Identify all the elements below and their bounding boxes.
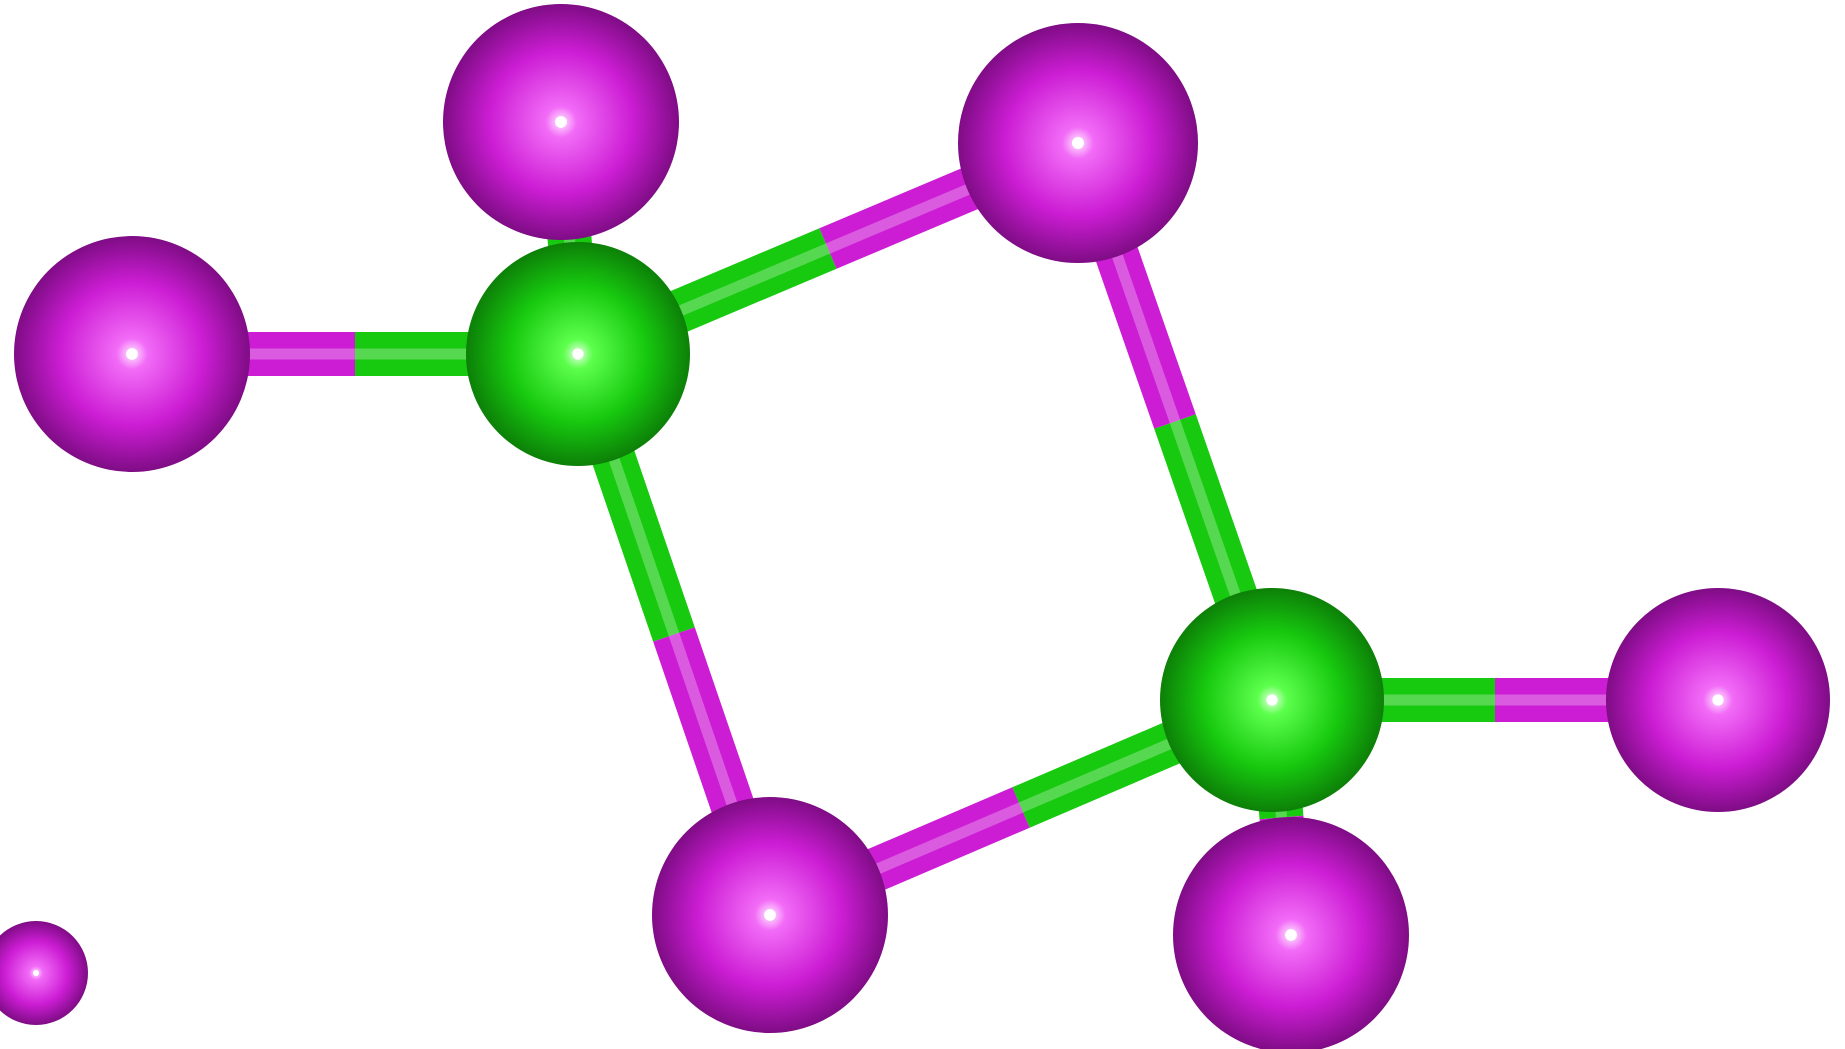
magenta-atom-bottom-specular-highlight [1285,929,1297,941]
magenta-atom-bridge-top [958,23,1198,263]
magenta-atom-left-specular-highlight [126,348,138,360]
magenta-atom-bridge-bottom [652,797,888,1033]
bonds-layer [132,120,1718,937]
magenta-atom-right-specular-highlight [1712,694,1724,706]
magenta-atom-top-specular-highlight [555,116,567,128]
green-atom-2 [1160,588,1384,812]
magenta-atom-right [1606,588,1830,812]
magenta-atom-left [14,236,250,472]
green-atom-1-specular-highlight [572,348,584,360]
magenta-atom-small-specular-highlight [33,970,39,976]
green-atom-2-specular-highlight [1266,694,1278,706]
magenta-atom-top [443,4,679,240]
green-atom-1 [466,242,690,466]
magenta-atom-bridge-bottom-specular-highlight [764,909,776,921]
magenta-atom-small-sphere [0,921,88,1025]
atoms-layer [0,4,1830,1049]
magenta-atom-small [0,921,88,1025]
magenta-atom-bridge-top-specular-highlight [1072,137,1084,149]
magenta-atom-bottom [1173,817,1409,1049]
